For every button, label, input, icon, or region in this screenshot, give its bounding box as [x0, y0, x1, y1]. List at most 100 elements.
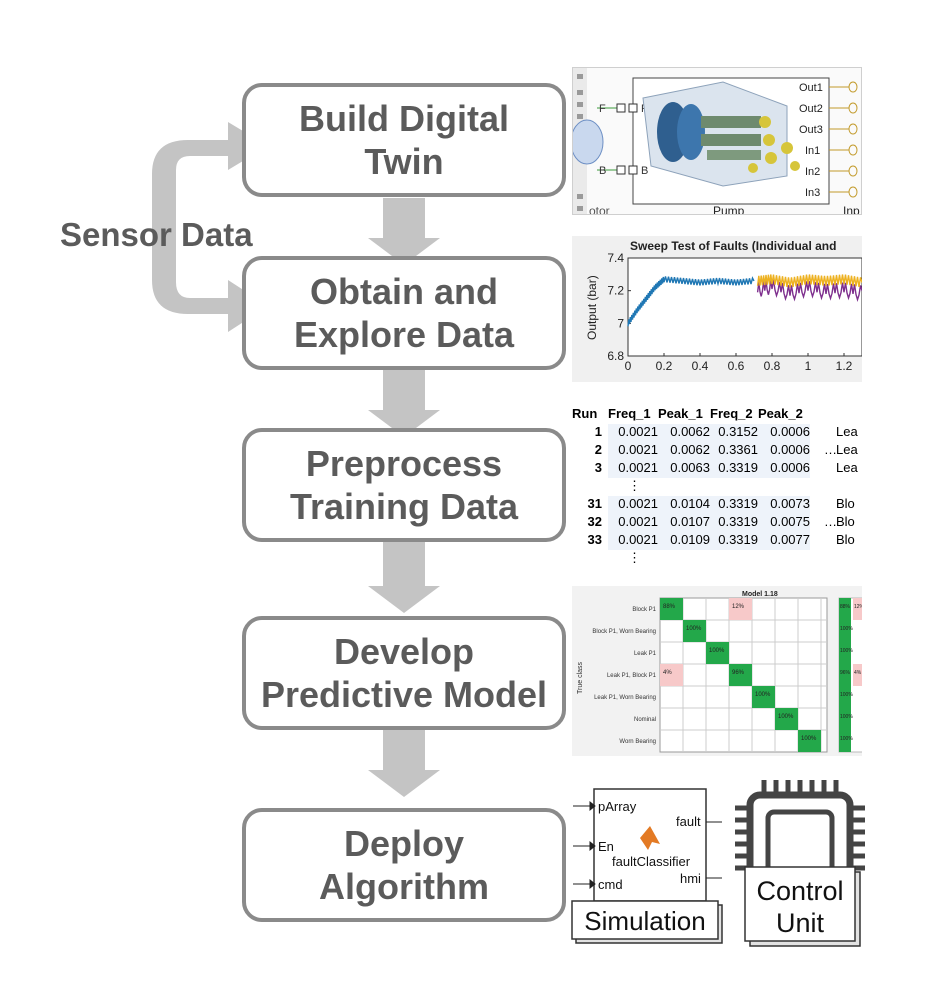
- cm-cell: [706, 642, 729, 664]
- table-cell: 0.3319: [710, 460, 758, 478]
- cm-side-bad: [853, 664, 862, 686]
- cm-side-good: [839, 620, 851, 642]
- table-header-cell: Freq_1: [608, 406, 651, 421]
- port-f-left: F: [599, 103, 606, 115]
- table-cell: Lea: [836, 460, 858, 475]
- cm-side-value: 100%: [840, 714, 853, 720]
- port-b-right: B: [641, 165, 648, 177]
- cm-cell-value: 96%: [732, 670, 745, 676]
- table-cell: 0.0021: [608, 514, 658, 532]
- cm-cell-value: 100%: [709, 648, 725, 654]
- table-cell: 32: [587, 514, 602, 529]
- table-header-cell: Run: [572, 406, 598, 421]
- table-cell: 0.0077: [758, 532, 810, 550]
- motor-cut-label: otor: [589, 204, 610, 215]
- cm-cell: [752, 686, 775, 708]
- table-cell: 0.0021: [608, 460, 658, 478]
- cm-cell-value: 12%: [732, 604, 745, 610]
- cm-cell-value: 100%: [801, 736, 817, 742]
- cm-cell: [798, 730, 821, 752]
- table-cell: 0.0062: [658, 442, 710, 460]
- class-label: Leak P1, Worn Bearing: [594, 695, 656, 701]
- out2-label: Out2: [799, 103, 823, 115]
- step-4-line2: Predictive Model: [260, 674, 548, 715]
- table-cell: 0.0021: [608, 424, 658, 442]
- y-axis-label: Output (bar): [585, 275, 599, 340]
- table-cell: 0.0006: [758, 460, 810, 478]
- x-tick-label: 0.8: [764, 359, 781, 373]
- series-line-0: [627, 276, 755, 327]
- table-cell: Blo: [836, 514, 855, 529]
- in3-label: In3: [805, 187, 820, 199]
- table-cell: 0.3319: [710, 514, 758, 532]
- step-5-line1: Deploy: [343, 823, 464, 864]
- in1-label: In1: [805, 145, 820, 157]
- port-b-left: B: [599, 165, 606, 177]
- step-4-line1: Develop: [333, 631, 475, 672]
- table-hdots: …: [824, 514, 837, 529]
- table-cell: 0.3319: [710, 532, 758, 550]
- cm-cell: [729, 664, 752, 686]
- x-tick-label: 1.2: [836, 359, 853, 373]
- y-tick-label: 7.4: [607, 251, 624, 265]
- input-cut-label: Inp: [843, 204, 860, 215]
- table-header-cell: Peak_2: [758, 406, 803, 421]
- table-cell: 0.0107: [658, 514, 710, 532]
- table-cell: 0.3319: [710, 496, 758, 514]
- cm-cell: [660, 598, 683, 620]
- class-label: Leak P1, Block P1: [607, 673, 657, 679]
- cm-cell: [660, 664, 683, 686]
- table-cell: 0.0021: [608, 496, 658, 514]
- cm-cell: [683, 620, 706, 642]
- class-label: Worn Bearing: [619, 739, 656, 745]
- table-cell: 0.0104: [658, 496, 710, 514]
- sensor-data-label: Sensor Data: [60, 216, 253, 253]
- cm-side-value: 100%: [840, 692, 853, 698]
- sweep-chart-panel: Sweep Test of Faults (Individual and Out…: [572, 236, 862, 382]
- cm-title: Model 1.18: [742, 591, 778, 598]
- x-tick-label: 0: [625, 359, 632, 373]
- cm-cell: [729, 598, 752, 620]
- cm-side-value: 100%: [840, 648, 853, 654]
- pump-model-panel: F F B B Out1 Out2 Out3 In1: [572, 67, 862, 215]
- cm-cell: [775, 708, 798, 730]
- table-cell: Blo: [836, 532, 855, 547]
- pump-illustration: [642, 81, 800, 187]
- class-label: Block P1: [632, 607, 656, 613]
- cm-cell-value: 100%: [778, 714, 794, 720]
- cm-side-good: [839, 642, 851, 664]
- y-tick-label: 7: [617, 316, 624, 330]
- sweep-chart: Sweep Test of Faults (Individual and Out…: [585, 239, 862, 373]
- table-vdots: ⋮: [628, 478, 641, 493]
- down-arrow-3: [368, 542, 440, 613]
- cm-side-good: [839, 686, 851, 708]
- step-1-line1: Build Digital: [299, 98, 509, 139]
- table-cell: 0.0075: [758, 514, 810, 532]
- down-arrow-4: [368, 730, 440, 797]
- cm-cell-value: 100%: [755, 692, 771, 698]
- cm-cell-value: 100%: [686, 626, 702, 632]
- cm-side-value: 100%: [840, 736, 853, 742]
- x-tick-label: 0.2: [656, 359, 673, 373]
- table-cell: Lea: [836, 442, 858, 457]
- table-cell: Lea: [836, 424, 858, 439]
- table-header-cell: Peak_1: [658, 406, 703, 421]
- out1-label: Out1: [799, 82, 823, 94]
- table-cell: 2: [594, 442, 602, 457]
- series-line-2: [756, 274, 862, 288]
- table-cell: 1: [594, 424, 602, 439]
- cm-cell-value: 88%: [663, 604, 676, 610]
- class-label: Block P1, Worn Bearing: [592, 629, 656, 635]
- table-cell: 33: [587, 532, 602, 547]
